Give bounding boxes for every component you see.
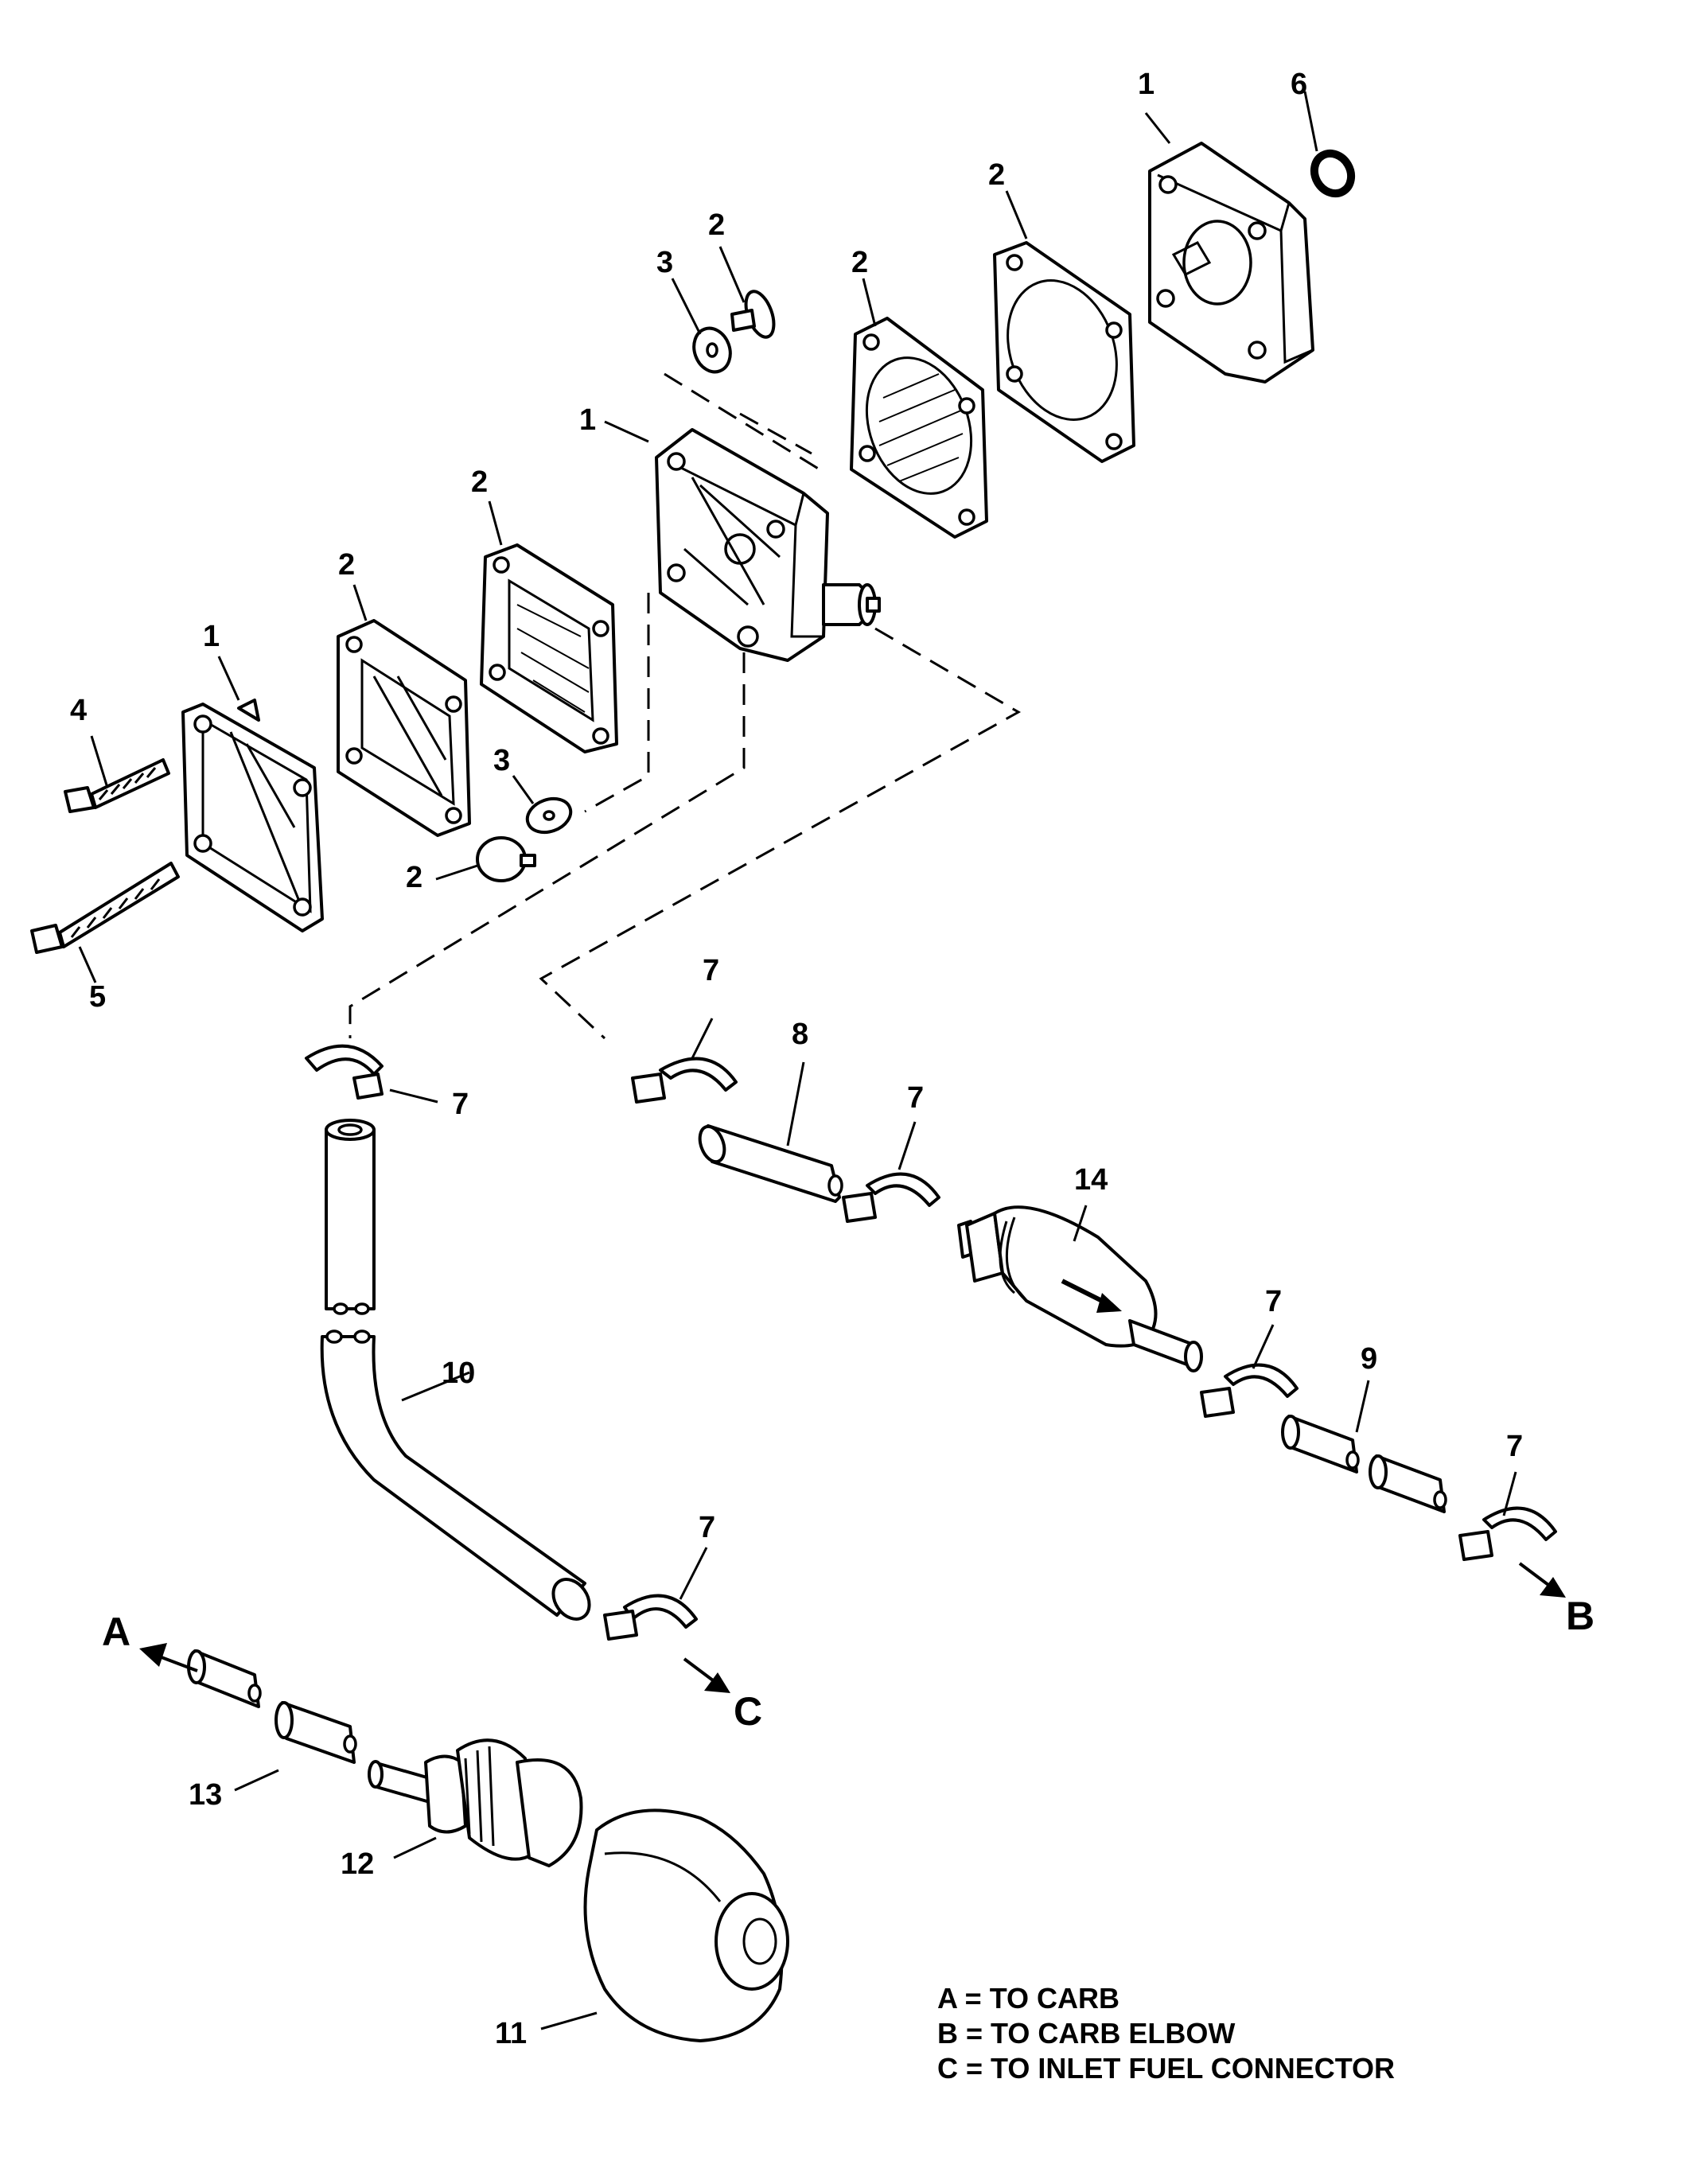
hose-straight-upper [325, 1119, 376, 1315]
leader-lines [78, 91, 1517, 2030]
callout-11: 11 [495, 2017, 527, 2050]
diaphragm-top [850, 317, 988, 539]
callout-3-low: 3 [493, 744, 510, 777]
callout-2-a: 2 [988, 158, 1005, 192]
arrow-label-b: B [1566, 1594, 1594, 1638]
washer-low [525, 796, 573, 835]
hose-short-9 [1281, 1415, 1447, 1513]
primer-bulb-cover [583, 1808, 789, 2042]
hose-clamp-upper-left [305, 1044, 384, 1100]
callout-2-d: 2 [471, 465, 488, 499]
legend-line-a: A = TO CARB [937, 1982, 1120, 2015]
callout-1-left: 1 [203, 620, 220, 653]
arrow-c [683, 1657, 730, 1693]
callout-8: 8 [792, 1018, 808, 1051]
dashed-routing-lines [348, 372, 1022, 1040]
callout-2-f: 2 [406, 861, 422, 894]
hose-clamp-right-2 [842, 1172, 940, 1223]
callout-7-c: 7 [907, 1081, 924, 1115]
hose-clamp-right-4 [1458, 1506, 1557, 1561]
callout-2-c: 2 [708, 208, 725, 242]
hose-piece-a [187, 1649, 262, 1708]
hose-piece-13 [275, 1701, 357, 1764]
callout-7-a: 7 [452, 1088, 469, 1121]
fuel-pump-front-cover [181, 699, 324, 932]
hose-clamp-right-3 [1200, 1363, 1299, 1418]
hose-short-8 [698, 1124, 843, 1203]
callout-7-e: 7 [1506, 1430, 1523, 1463]
callout-14: 14 [1074, 1163, 1108, 1197]
arrow-label-c: C [734, 1689, 762, 1734]
primer-bulb [368, 1738, 583, 1867]
hose-bent [320, 1329, 591, 1621]
screw-long [30, 862, 180, 954]
callout-1-top: 1 [1138, 68, 1155, 101]
callout-13: 13 [189, 1778, 222, 1812]
callout-4: 4 [70, 694, 87, 727]
callout-7-f: 7 [699, 1511, 715, 1544]
arrow-a [139, 1643, 198, 1672]
callout-9: 9 [1361, 1342, 1377, 1376]
screw-short [64, 758, 170, 813]
fuel-filter [957, 1205, 1203, 1372]
callout-1-mid: 1 [579, 403, 596, 437]
o-ring [1310, 149, 1356, 198]
callout-12: 12 [341, 1847, 374, 1881]
check-valve-disc-low [476, 836, 536, 882]
callout-2-e: 2 [338, 548, 355, 582]
callout-2-b: 2 [851, 246, 868, 279]
legend-line-b: B = TO CARB ELBOW [937, 2017, 1236, 2050]
callout-7-d: 7 [1265, 1285, 1282, 1318]
callout-6: 6 [1291, 68, 1307, 101]
check-valve-disc-top [730, 290, 776, 339]
fuel-pump-rear-cover [1148, 142, 1314, 383]
arrow-b [1518, 1562, 1566, 1598]
arrow-label-a: A [102, 1610, 130, 1654]
washer-top [692, 326, 732, 374]
gasket-middle [337, 619, 471, 837]
hose-clamp-lower [603, 1594, 698, 1641]
callout-10: 10 [442, 1357, 475, 1390]
gasket-top-right [993, 241, 1135, 463]
fuel-pump-body [655, 428, 881, 662]
callout-7-b: 7 [703, 954, 719, 987]
hose-clamp-right-1 [631, 1057, 738, 1104]
legend-line-c: C = TO INLET FUEL CONNECTOR [937, 2052, 1396, 2085]
diaphragm-middle [480, 543, 618, 753]
callout-5: 5 [89, 980, 106, 1014]
callout-3-top: 3 [656, 246, 673, 279]
legend: A = TO CARB B = TO CARB ELBOW C = TO INL… [937, 1981, 1395, 2086]
